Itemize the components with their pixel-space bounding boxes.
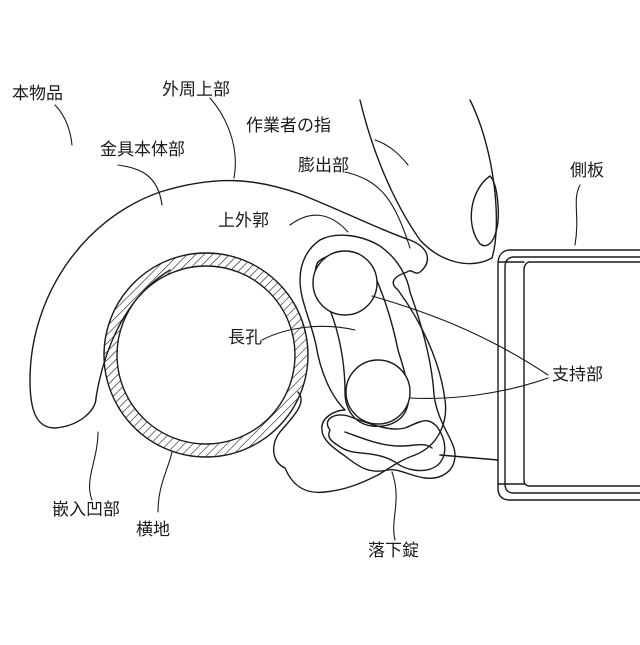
leader-bracket-body (118, 165, 162, 205)
label-bracket-body: 金具本体部 (100, 142, 185, 159)
leader-cross-ground (158, 452, 172, 512)
label-support: 支持部 (552, 367, 603, 384)
leader-worker-finger (375, 140, 408, 165)
leader-outer-top (210, 98, 235, 178)
leader-upper-rim (290, 215, 348, 232)
drop-lock-inner (345, 432, 432, 448)
label-fitting-recess: 嵌入凹部 (52, 502, 120, 519)
label-cross-ground: 横地 (136, 522, 170, 539)
bracket-to-plate-link (440, 455, 498, 460)
leader-side-plate (575, 185, 580, 245)
label-long-hole: 長孔 (228, 330, 262, 347)
support-pin-lower (346, 360, 410, 424)
support-pin-upper (313, 251, 377, 315)
label-upper-rim: 上外郭 (218, 213, 269, 230)
label-worker-finger: 作業者の指 (246, 118, 331, 135)
label-bulge: 膨出部 (298, 158, 349, 175)
leader-support-lower (410, 378, 548, 398)
label-drop-lock: 落下錠 (368, 543, 419, 560)
leader-fitting-recess (90, 432, 98, 500)
leader-drop-lock (392, 472, 396, 540)
cross-ground-inner (117, 266, 295, 444)
label-main-item: 本物品 (12, 86, 63, 103)
leader-support-upper (372, 296, 548, 375)
label-side-plate: 側板 (570, 163, 604, 180)
leader-main-item (55, 105, 72, 145)
label-outer-top: 外周上部 (162, 82, 230, 99)
